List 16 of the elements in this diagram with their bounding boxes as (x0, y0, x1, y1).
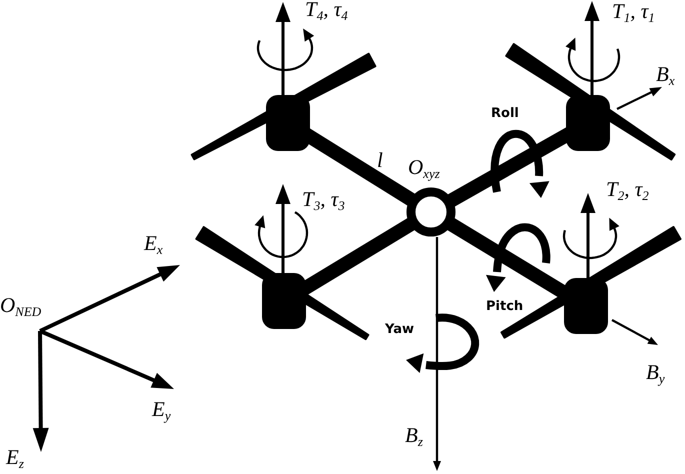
arm-length-label: l (377, 149, 383, 172)
axis-label: E$_{y}$ (152, 398, 171, 422)
thrust-torque-label: T$_{4}$, τ$_{4}$ (305, 0, 348, 22)
axis-label: B$_{y}$ (646, 361, 665, 384)
axis-label: B$_{x}$ (656, 63, 675, 86)
axis-label: E$_{z}$ (6, 446, 24, 470)
thrust-torque-label: T$_{3}$, τ$_{3}$ (302, 188, 345, 212)
rotation-label: Roll (491, 107, 519, 122)
axis-label: B$_{z}$ (405, 424, 423, 448)
rotation-label: Pitch (486, 300, 524, 314)
axis-label: E$_{x}$ (144, 232, 163, 256)
thrust-torque-label: T$_{1}$, τ$_{1}$ (612, 0, 655, 24)
rotation-label: Yaw (385, 323, 414, 338)
thrust-torque-label: T$_{2}$, τ$_{2}$ (606, 178, 649, 202)
origin-label: O$_{NED}$ (0, 294, 42, 318)
origin-label: O$_{xyz}$ (408, 156, 440, 180)
